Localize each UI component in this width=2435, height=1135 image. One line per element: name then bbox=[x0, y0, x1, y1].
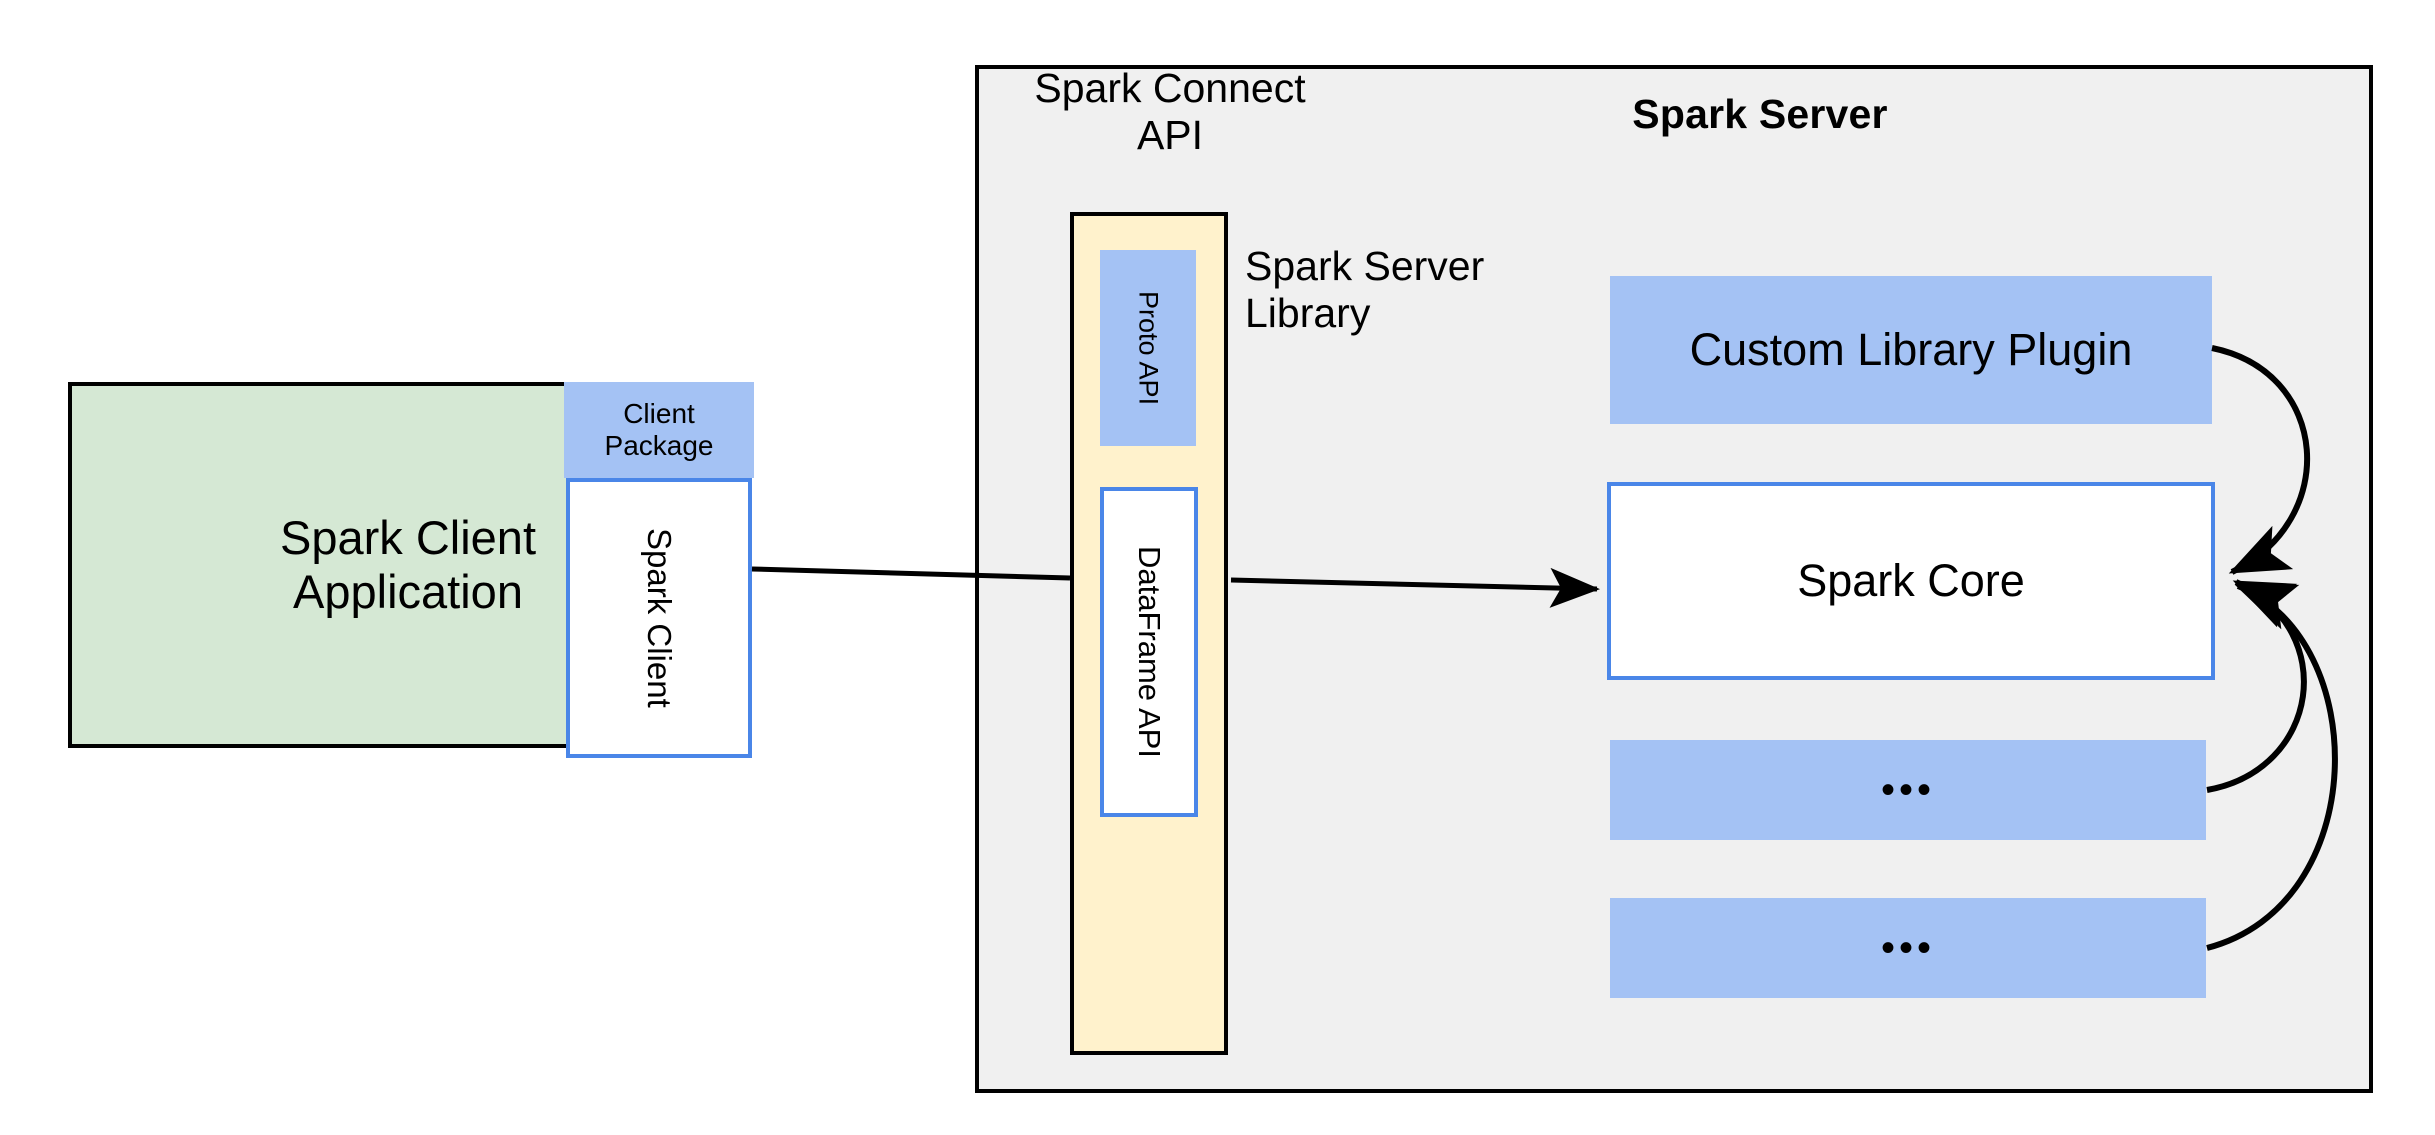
spark-client-box[interactable]: Spark Client bbox=[566, 478, 752, 758]
spark-connect-api-label-line1: Spark Connect bbox=[1034, 64, 1306, 111]
custom-library-plugin-label: Custom Library Plugin bbox=[1689, 324, 2133, 376]
ellipsis-box-1[interactable]: ••• bbox=[1610, 740, 2206, 840]
ellipsis-box-2[interactable]: ••• bbox=[1610, 898, 2206, 998]
client-package-label-line1: Client bbox=[623, 397, 695, 429]
proto-api-box[interactable]: Proto API bbox=[1100, 250, 1196, 446]
spark-client-application-label-line1: Spark Client bbox=[280, 510, 536, 564]
spark-server-title: Spark Server bbox=[1632, 91, 1888, 138]
dataframe-api-label: DataFrame API bbox=[1131, 546, 1167, 758]
custom-library-plugin-box[interactable]: Custom Library Plugin bbox=[1610, 276, 2212, 424]
spark-core-label: Spark Core bbox=[1797, 555, 2025, 607]
spark-server-library-label-line2: Library bbox=[1245, 290, 1371, 336]
proto-api-label: Proto API bbox=[1133, 290, 1164, 406]
spark-core-box[interactable]: Spark Core bbox=[1607, 482, 2215, 680]
dataframe-api-box[interactable]: DataFrame API bbox=[1100, 487, 1198, 817]
spark-client-application-label-line2: Application bbox=[293, 565, 523, 618]
spark-connect-api-label: Spark Connect API bbox=[1000, 64, 1340, 160]
client-package-box[interactable]: Client Package bbox=[564, 382, 754, 478]
ellipsis-label-2: ••• bbox=[1880, 926, 1935, 970]
spark-connect-api-label-line2: API bbox=[1136, 112, 1204, 158]
spark-server-library-label: Spark Server Library bbox=[1245, 240, 1575, 340]
spark-server-library-label-line1: Spark Server bbox=[1245, 242, 1485, 289]
spark-client-label: Spark Client bbox=[640, 528, 678, 708]
client-package-label-line2: Package bbox=[604, 430, 714, 461]
ellipsis-label-1: ••• bbox=[1880, 768, 1935, 812]
